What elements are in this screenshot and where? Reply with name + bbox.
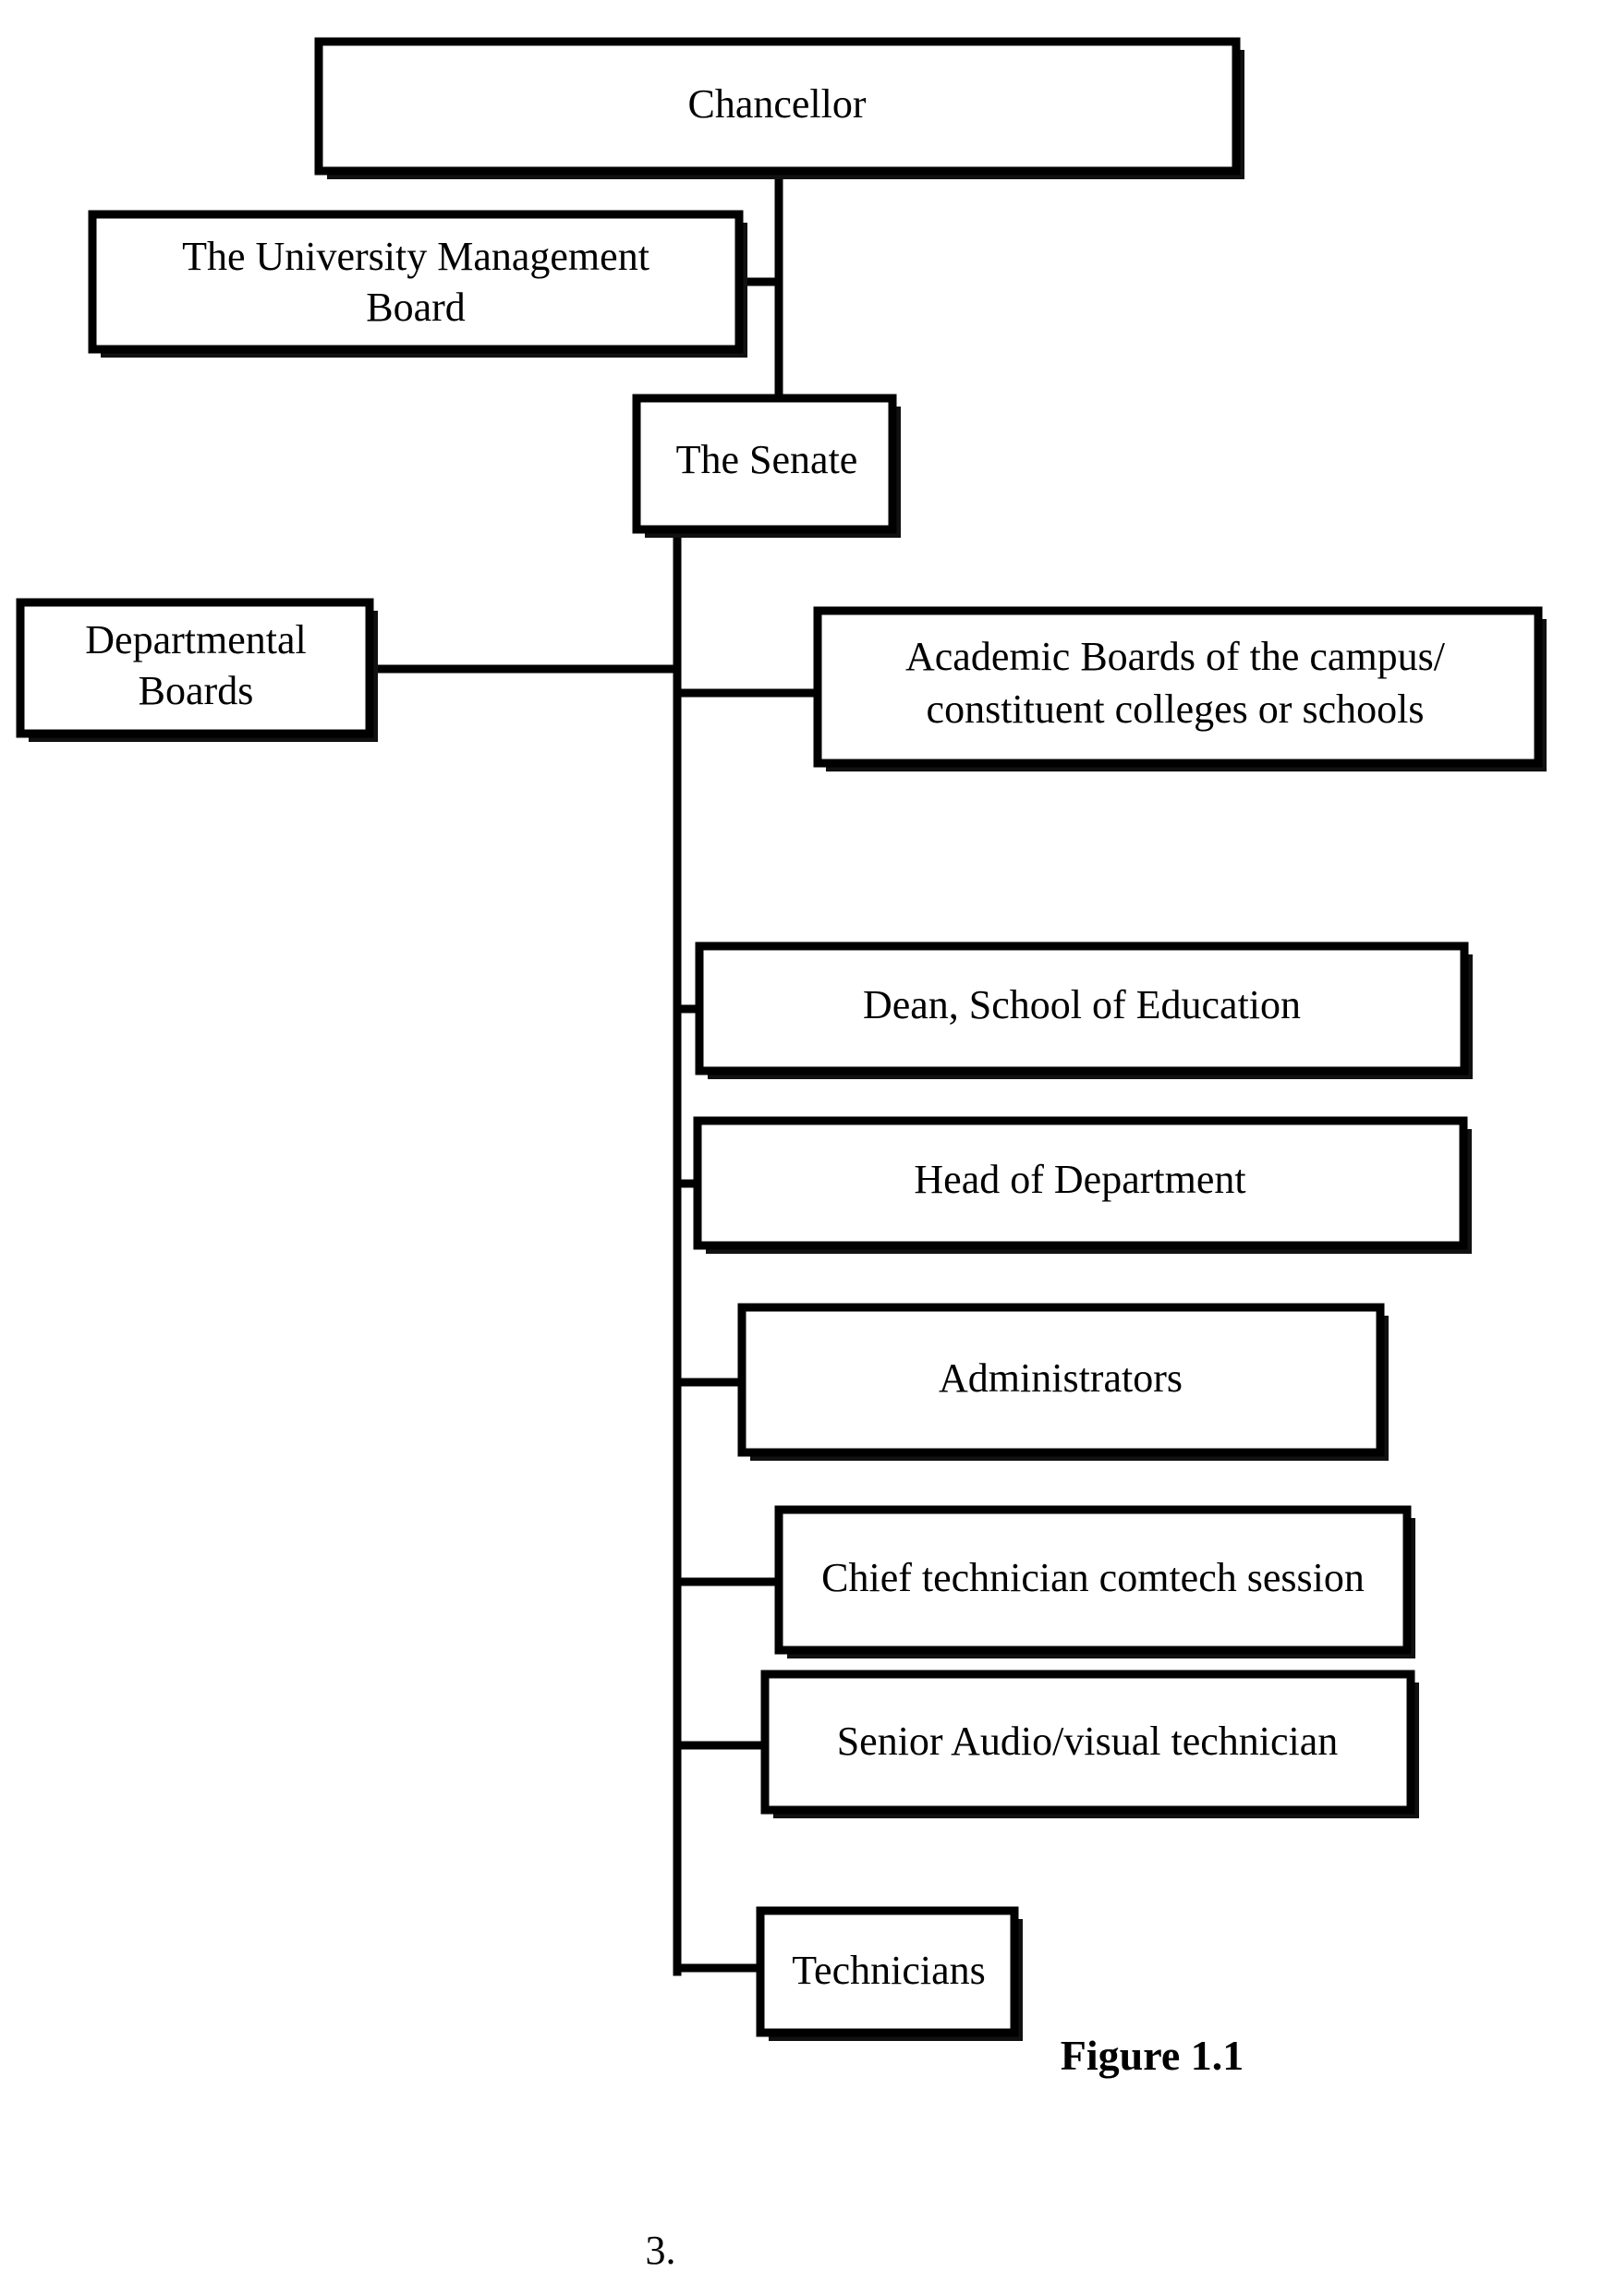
node-chancellor-box [314,37,1241,176]
node-senior-audio-visual-technician-label: Senior Audio/visual technician [837,1719,1339,1764]
node-academic-boards-label-line2: constituent colleges or schools [927,686,1425,732]
node-head-of-department[interactable]: Head of Department [693,1116,1472,1254]
connector-group [365,166,822,1976]
node-the-senate[interactable]: The Senate [632,394,901,538]
node-departmental-boards-label-line1: Departmental [85,617,306,662]
node-academic-boards-label-line1: Academic Boards of the campus/ [905,634,1446,679]
node-university-management-board[interactable]: The University Management Board [88,210,747,358]
node-chief-technician-comtech-session-label: Chief technician comtech session [821,1555,1365,1600]
node-administrators-box [737,1303,1385,1457]
node-chief-technician-comtech-session[interactable]: Chief technician comtech session [774,1505,1415,1658]
node-dean-school-of-education-label: Dean, School of Education [863,982,1301,1027]
node-dean-school-of-education-box [695,941,1469,1075]
node-university-management-board-box [88,210,744,354]
node-the-senate-label: The Senate [676,437,858,482]
page-number: 3. [646,2228,676,2273]
figure-caption: Figure 1.1 [1061,2032,1244,2079]
node-chancellor[interactable]: Chancellor [314,37,1244,179]
node-departmental-boards-box [16,598,374,738]
node-university-management-board-label-line1: The University Management [182,234,649,279]
node-the-senate-box [632,394,897,534]
node-senior-audio-visual-technician[interactable]: Senior Audio/visual technician [760,1670,1419,1818]
node-head-of-department-box [693,1116,1468,1250]
node-university-management-board-label-line2: Board [366,285,466,330]
node-departmental-boards[interactable]: Departmental Boards [16,598,378,742]
node-dean-school-of-education[interactable]: Dean, School of Education [695,941,1473,1079]
node-technicians-label: Technicians [792,1948,986,1993]
node-administrators[interactable]: Administrators [737,1303,1389,1461]
node-head-of-department-label: Head of Department [914,1157,1245,1202]
node-administrators-label: Administrators [939,1355,1183,1401]
node-academic-boards-box [813,606,1543,768]
node-technicians[interactable]: Technicians [756,1906,1023,2041]
node-chancellor-label: Chancellor [687,81,866,127]
node-departmental-boards-label-line2: Boards [139,668,254,713]
node-technicians-box [756,1906,1019,2037]
node-academic-boards[interactable]: Academic Boards of the campus/ constitue… [813,606,1547,771]
node-chief-technician-comtech-session-box [774,1505,1412,1655]
node-senior-audio-visual-technician-box [760,1670,1415,1815]
